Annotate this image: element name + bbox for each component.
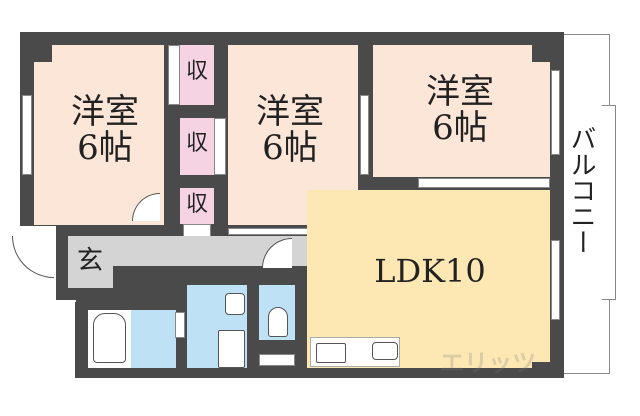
window: [22, 95, 32, 175]
room-size: 6帖: [432, 107, 488, 148]
bathtub-icon: [93, 313, 126, 363]
western-room-1-label: 洋室 6帖: [55, 92, 155, 168]
window: [551, 70, 560, 155]
western-room-1: [34, 45, 164, 225]
toilet-icon: [268, 307, 288, 337]
closet-3: [180, 188, 214, 224]
window: [551, 240, 560, 320]
room-name: 洋室: [256, 92, 324, 132]
entrance-label: 玄: [76, 246, 103, 276]
closet-2-label: 収: [185, 131, 208, 156]
western-room-3: [373, 45, 550, 177]
kitchen-sink-icon: [372, 342, 398, 360]
stove-icon: [316, 343, 346, 363]
sink-icon: [225, 293, 245, 315]
window: [360, 95, 369, 175]
washing-machine-icon: [218, 330, 245, 368]
watermark: エリッツ: [440, 349, 536, 377]
closet-3-label: 収: [185, 192, 208, 217]
western-room-2-label: 洋室 6帖: [240, 92, 340, 168]
closet-1-label: 収: [185, 59, 208, 84]
closet-1: [180, 45, 214, 105]
room-size: 6帖: [262, 127, 318, 168]
balcony-label: バルコニー: [566, 125, 596, 255]
ldk-label: LDK10: [374, 252, 486, 290]
entrance: [68, 236, 113, 288]
closet-2: [180, 118, 214, 175]
balcony-outline: [602, 105, 616, 300]
room-size: 6帖: [77, 127, 133, 168]
western-room-3-label: 洋室 6帖: [405, 72, 515, 148]
closet-door-sliding[interactable]: [418, 178, 550, 188]
room-name: 洋室: [71, 92, 139, 132]
room-name: 洋室: [426, 72, 494, 112]
